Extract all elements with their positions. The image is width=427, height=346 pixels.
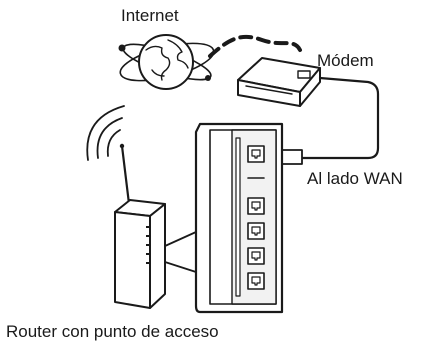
wireless-router-icon	[114, 199, 166, 309]
wan-cable	[298, 76, 380, 160]
internet-globe-icon	[118, 34, 215, 90]
lan-port-3	[247, 247, 265, 265]
router-rear-ports-icon	[194, 122, 284, 314]
router-status-leds	[146, 226, 150, 264]
wifi-signal-icon	[86, 105, 125, 161]
lan-port-2	[247, 222, 265, 240]
modem-device-icon	[237, 57, 321, 107]
wan-side-label: Al lado WAN	[307, 169, 403, 188]
lan-port-4	[247, 272, 265, 290]
modem-label: Módem	[317, 51, 374, 70]
lan-port-1	[247, 197, 265, 215]
internet-label: Internet	[121, 6, 179, 25]
wan-port	[247, 145, 265, 163]
router-label: Router con punto de acceso	[6, 322, 219, 341]
zoom-callout-lines	[164, 231, 197, 273]
internet-link-dashed	[208, 34, 302, 58]
